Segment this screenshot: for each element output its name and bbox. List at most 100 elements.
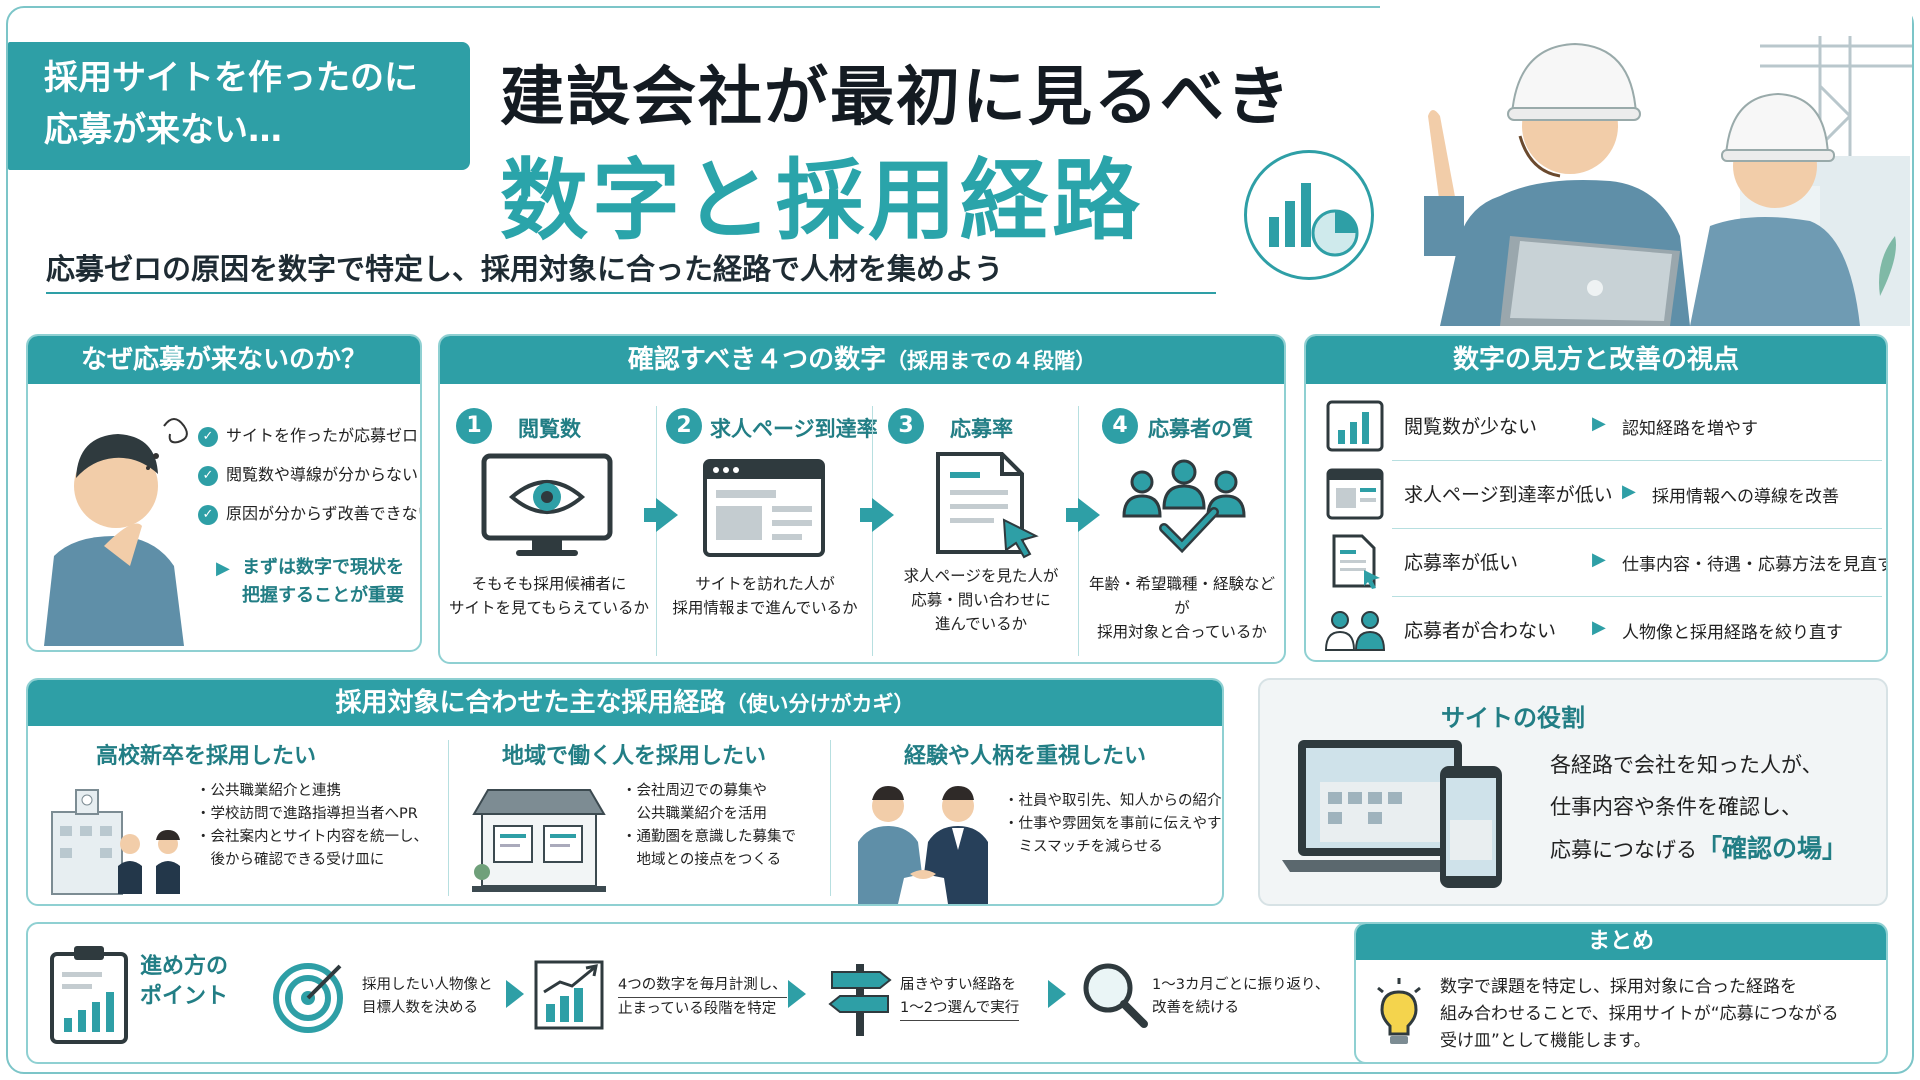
improvement-panel-title: 数字の見方と改善の視点 bbox=[1306, 336, 1886, 384]
route-bullets-experience: ・社員や取引先、知人からの紹介 ・仕事や雰囲気を事前に伝えやすく、 ミスマッチを… bbox=[1004, 790, 1222, 859]
route-bullets-local: ・会社周辺での募集や 公共職業紹介を活用 ・通勤圏を意識した募集で 地域との接点… bbox=[622, 780, 796, 872]
why-lead-line-2: 把握することが重要 bbox=[242, 585, 404, 606]
route-bullet: ・社員や取引先、知人からの紹介 bbox=[1004, 793, 1222, 809]
triangle-right-icon: ▶ bbox=[1622, 481, 1636, 502]
page-title-emphasis: 数字と採用経路 bbox=[500, 149, 1145, 252]
subtitle-underline bbox=[46, 292, 1216, 294]
growth-chart-icon bbox=[534, 960, 604, 1030]
process-step-line: 止まっている段階を特定 bbox=[618, 1001, 777, 1017]
step-arrow-stem bbox=[1066, 508, 1080, 522]
route-bullet: 公共職業紹介を活用 bbox=[622, 806, 767, 822]
step-title-4: 応募者の質 bbox=[1148, 417, 1253, 441]
step-title-1: 閲覧数 bbox=[518, 417, 581, 441]
step-number-4: 4 bbox=[1102, 408, 1138, 444]
triangle-right-icon: ▶ bbox=[1592, 617, 1606, 638]
hook-banner: 採用サイトを作ったのに 応募が来ない… bbox=[8, 42, 470, 170]
step-title-2: 求人ページ到達率 bbox=[710, 417, 878, 441]
step-desc-line: サイトを見てもらえているか bbox=[449, 599, 649, 617]
summary-text: 数字で課題を特定し、採用対象に合った経路を 組み合わせることで、採用サイトが“応… bbox=[1440, 974, 1839, 1055]
improvement-panel: 数字の見方と改善の視点 閲覧数が少ない ▶ 認知経路を増やす 求人ページ到達率が… bbox=[1304, 334, 1888, 662]
issue-label: 応募率が低い bbox=[1404, 552, 1519, 574]
step-desc-line: 進んでいるか bbox=[934, 615, 1028, 633]
lightbulb-icon bbox=[1377, 978, 1421, 1044]
process-step-3: 届きやすい経路を 1〜2つ選んで実行 bbox=[900, 974, 1020, 1021]
process-step-1: 採用したい人物像と 目標人数を決める bbox=[362, 974, 493, 1020]
site-role-line: 各経路で会社を知った人が、 bbox=[1550, 753, 1823, 777]
summary-title: まとめ bbox=[1356, 924, 1886, 960]
step-arrow-icon bbox=[1078, 498, 1100, 532]
why-panel: なぜ応募が来ないのか？ ✓サイトを作ったが応募ゼロ ✓閲覧数や導線が分からない … bbox=[26, 334, 422, 652]
check-item-label: 閲覧数や導線が分からない bbox=[226, 465, 419, 484]
page-subtitle: 応募ゼロの原因を数字で特定し、採用対象に合った経路で人材を集めよう bbox=[46, 252, 1004, 286]
step-desc-1: そもそも採用候補者に サイトを見てもらえているか bbox=[444, 572, 654, 620]
site-role-emphasis: 「確認の場」 bbox=[1697, 834, 1848, 863]
step-number-3: 3 bbox=[888, 408, 924, 444]
issue-label: 応募者が合わない bbox=[1404, 620, 1557, 642]
route-bullets-highschool: ・公共職業紹介と連携 ・学校訪問で進路指導担当者へPR ・会社案内とサイト内容を… bbox=[196, 780, 428, 872]
route-bullet: ・公共職業紹介と連携 bbox=[196, 783, 341, 799]
process-step-line: 4つの数字を毎月計測し、 bbox=[618, 974, 787, 998]
process-step-line: 改善を続ける bbox=[1152, 1000, 1239, 1016]
process-step-line: 目標人数を決める bbox=[362, 1000, 478, 1016]
action-label: 採用情報への導線を改善 bbox=[1652, 487, 1839, 507]
check-icon: ✓ bbox=[198, 426, 218, 447]
check-item: ✓ 閲覧数や導線が分からない bbox=[198, 461, 418, 486]
four-numbers-title-main: 確認すべき４つの数字 bbox=[627, 345, 887, 375]
route-title-local: 地域で働く人を採用したい bbox=[502, 744, 767, 769]
check-icon: ✓ bbox=[198, 504, 218, 525]
four-numbers-panel: 確認すべき４つの数字（採用までの４段階） 1 閲覧数 そもそも採用候補者に サイ… bbox=[438, 334, 1286, 664]
action-label: 人物像と採用経路を絞り直す bbox=[1622, 623, 1843, 643]
bar-chart-icon bbox=[1326, 400, 1384, 452]
site-role-line: 仕事内容や条件を確認し、 bbox=[1550, 795, 1802, 819]
routes-title-note: （使い分けがカギ） bbox=[725, 692, 915, 716]
magnifier-icon bbox=[1083, 963, 1148, 1028]
step-desc-3: 求人ページを見た人が 応募・問い合わせに 進んでいるか bbox=[876, 564, 1086, 636]
action-label: 仕事内容・待遇・応募方法を見直す bbox=[1622, 555, 1888, 575]
four-numbers-title-note: （採用までの４段階） bbox=[886, 349, 1097, 373]
step-desc-line: そもそも採用候補者に bbox=[471, 575, 627, 593]
process-title-line-2: ポイント bbox=[140, 984, 229, 1009]
step-arrow-icon bbox=[656, 498, 678, 532]
chart-bubble-icon bbox=[1244, 150, 1374, 280]
issue-label: 閲覧数が少ない bbox=[1404, 416, 1538, 438]
step-arrow-stem bbox=[860, 508, 874, 522]
row-divider bbox=[1392, 596, 1882, 597]
summary-line: 受け皿”として機能します。 bbox=[1440, 1031, 1651, 1051]
four-numbers-title: 確認すべき４つの数字（採用までの４段階） bbox=[440, 336, 1284, 384]
check-item: ✓原因が分からず改善できない bbox=[198, 500, 420, 525]
applicants-check-icon bbox=[1122, 459, 1246, 554]
monitor-eye-icon bbox=[481, 453, 613, 556]
process-arrow-icon bbox=[506, 980, 524, 1008]
why-panel-title: なぜ応募が来ないのか？ bbox=[28, 336, 420, 384]
web-page-small-icon bbox=[1326, 468, 1384, 520]
route-bullet: 地域との接点をつくる bbox=[622, 852, 782, 868]
step-number-2: 2 bbox=[666, 408, 702, 444]
action-label: 認知経路を増やす bbox=[1622, 419, 1758, 439]
summary-line: 数字で課題を特定し、採用対象に合った経路を bbox=[1440, 977, 1797, 997]
storefront-icon bbox=[472, 789, 606, 892]
step-desc-2: サイトを訪れた人が 採用情報まで進んでいるか bbox=[660, 572, 870, 620]
process-step-line: 届きやすい経路を bbox=[900, 977, 1016, 993]
issue-label: 求人ページ到達率が低い bbox=[1404, 484, 1613, 506]
process-title-line-1: 進め方の bbox=[140, 954, 229, 979]
check-icon: ✓ bbox=[198, 465, 218, 486]
step-desc-4: 年齢・希望職種・経験などが 採用対象と合っているか bbox=[1082, 572, 1282, 644]
web-page-icon bbox=[703, 459, 825, 557]
route-bullet: 後から確認できる受け皿に bbox=[196, 852, 385, 868]
step-number-1: 1 bbox=[456, 408, 492, 444]
summary-line: 組み合わせることで、採用サイトが“応募につながる bbox=[1440, 1004, 1839, 1024]
row-divider bbox=[1392, 460, 1882, 461]
process-arrow-icon bbox=[1048, 980, 1066, 1008]
route-bullet: ミスマッチを減らせる bbox=[1004, 839, 1163, 855]
site-role-title: サイトの役割 bbox=[1441, 704, 1585, 732]
workers-illustration bbox=[1380, 6, 1912, 326]
process-step-2: 4つの数字を毎月計測し、 止まっている段階を特定 bbox=[618, 974, 787, 1021]
step-title-3: 応募率 bbox=[950, 417, 1013, 441]
process-title: 進め方の ポイント bbox=[140, 952, 228, 1012]
route-bullet: ・通勤圏を意識した募集で bbox=[622, 829, 796, 845]
route-bullet: ・会社周辺での募集や bbox=[622, 783, 767, 799]
step-desc-line: 年齢・希望職種・経験などが bbox=[1088, 575, 1275, 617]
process-step-4: 1〜3カ月ごとに振り返り、 改善を続ける bbox=[1152, 974, 1329, 1020]
step-arrow-icon bbox=[872, 498, 894, 532]
hook-line-1: 採用サイトを作ったのに bbox=[44, 58, 418, 98]
